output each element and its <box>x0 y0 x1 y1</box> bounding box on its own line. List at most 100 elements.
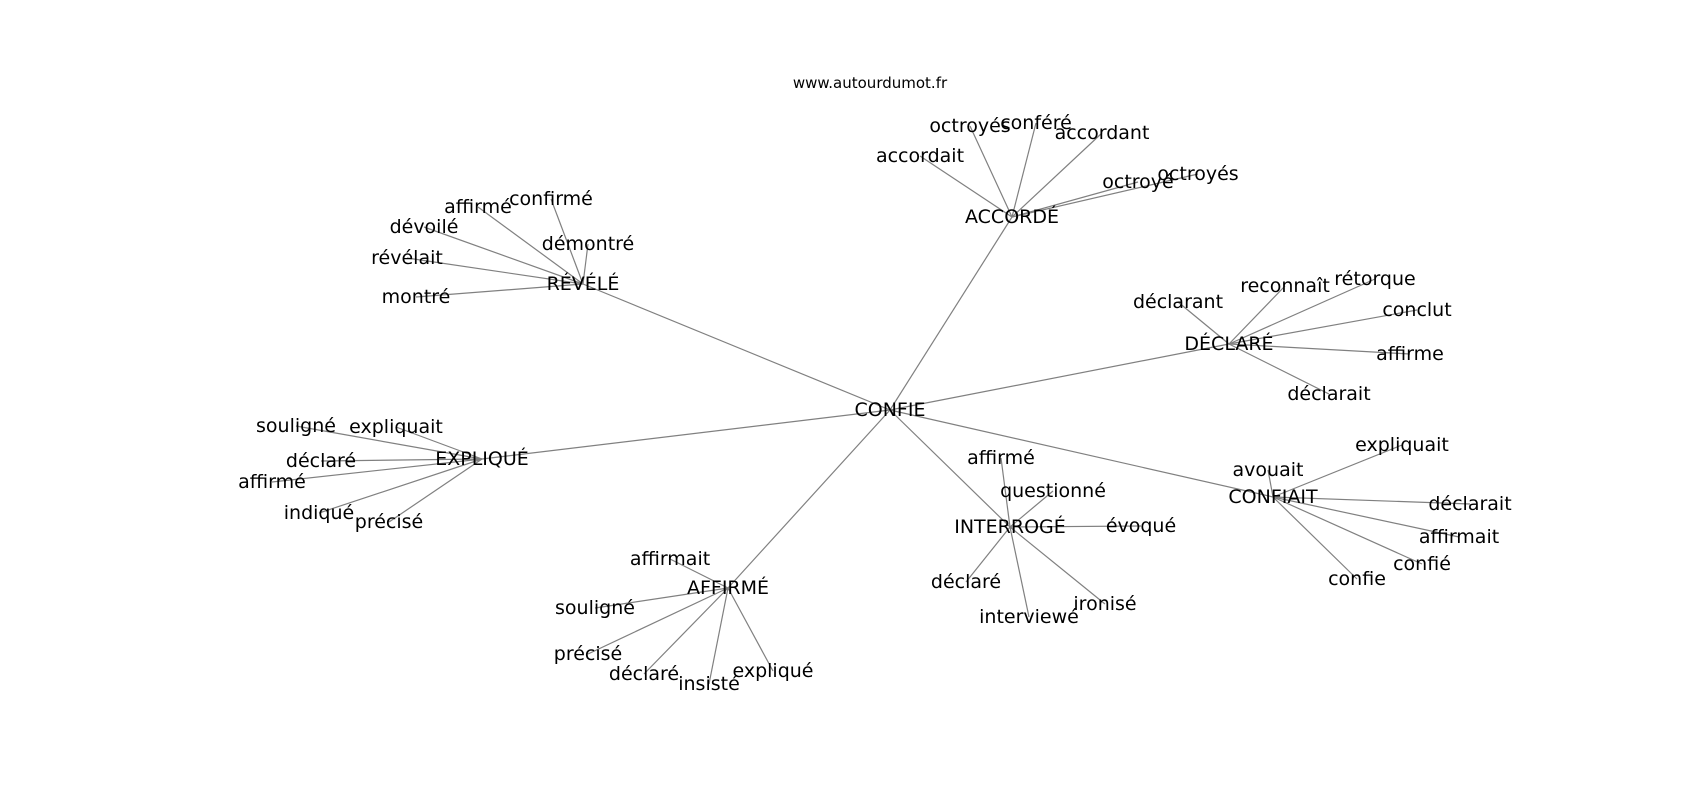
word-node: souligné <box>256 415 336 437</box>
word-node: déclarait <box>1287 383 1370 405</box>
word-node: ironisé <box>1073 593 1136 615</box>
word-node: affirmé <box>238 471 306 493</box>
edge-1-4 <box>406 257 584 285</box>
word-node: déclarant <box>1133 291 1223 313</box>
edge-1-0 <box>477 206 584 285</box>
edge-center-2 <box>889 343 1230 411</box>
edge-3-0 <box>295 425 483 460</box>
word-node: octroyés <box>929 115 1010 137</box>
word-node: déclaré <box>609 663 679 685</box>
word-node: confirmé <box>509 188 593 210</box>
edge-6-5 <box>727 587 774 672</box>
edge-2-0 <box>1177 301 1230 345</box>
word-node: expliquait <box>349 416 443 438</box>
word-node: précisé <box>355 511 423 533</box>
edge-3-4 <box>318 458 483 514</box>
edge-0-2 <box>1011 122 1037 218</box>
edge-1-1 <box>550 198 584 285</box>
word-node: conclut <box>1382 299 1451 321</box>
edge-5-0 <box>1267 469 1274 498</box>
word-node: montré <box>382 286 451 308</box>
word-node: conféré <box>1000 112 1072 134</box>
edge-6-1 <box>594 587 729 609</box>
edge-0-3 <box>1011 132 1103 218</box>
edge-center-0 <box>889 216 1013 411</box>
edge-3-1 <box>395 426 483 460</box>
edge-0-0 <box>919 155 1013 218</box>
edge-center-1 <box>582 283 891 411</box>
word-node: reconnaît <box>1240 275 1330 297</box>
word-node: accordant <box>1055 122 1150 144</box>
edge-center-3 <box>481 409 891 460</box>
edge-5-5 <box>1272 496 1358 580</box>
edge-6-2 <box>587 587 729 655</box>
edge-0-5 <box>1011 173 1199 218</box>
hub-node: INTERROGÉ <box>954 515 1066 538</box>
edge-4-0 <box>1000 457 1011 528</box>
word-node: précisé <box>554 643 622 665</box>
edge-3-5 <box>388 458 483 523</box>
word-node: déclaré <box>286 450 356 472</box>
word-node: expliquait <box>1355 434 1449 456</box>
edge-5-3 <box>1272 496 1460 538</box>
word-node: affirmait <box>630 548 710 570</box>
edge-4-5 <box>1009 526 1106 605</box>
word-node: évoqué <box>1106 515 1176 537</box>
site-title: www.autourdumot.fr <box>793 74 948 92</box>
hub-node: EXPLIQUÉ <box>435 447 529 470</box>
center-node: CONFIE <box>855 399 926 421</box>
word-node: octroyé <box>1102 171 1173 193</box>
edge-4-1 <box>1009 490 1054 528</box>
word-node: affirmé <box>444 196 512 218</box>
word-node: affirmé <box>967 447 1035 469</box>
edge-0-4 <box>1011 181 1139 218</box>
word-node: octroyés <box>1157 163 1238 185</box>
word-node: avouait <box>1233 459 1304 481</box>
word-node: confié <box>1393 553 1451 575</box>
edge-3-3 <box>271 458 483 483</box>
edge-1-3 <box>582 243 589 285</box>
hub-node: DÉCLARÉ <box>1184 332 1273 355</box>
edge-2-5 <box>1228 343 1330 395</box>
edge-6-3 <box>643 587 729 675</box>
word-node: confie <box>1328 568 1386 590</box>
edge-5-1 <box>1272 444 1403 498</box>
edge-1-5 <box>415 283 584 298</box>
edge-2-2 <box>1228 278 1376 345</box>
edge-3-2 <box>320 458 483 462</box>
word-node: rétorque <box>1334 268 1415 290</box>
edge-center-6 <box>727 409 891 589</box>
word-node: insisté <box>678 673 740 695</box>
edge-2-3 <box>1228 309 1418 345</box>
edge-6-4 <box>708 587 729 685</box>
edge-5-4 <box>1272 496 1423 565</box>
hub-node: CONFIAIT <box>1228 486 1318 508</box>
word-node: souligné <box>555 597 635 619</box>
hub-node: RÉVÉLÉ <box>547 272 620 295</box>
hub-node: ACCORDÉ <box>965 205 1059 228</box>
edge-6-0 <box>669 558 729 589</box>
word-node: dévoilé <box>390 216 459 238</box>
edge-5-2 <box>1272 496 1471 505</box>
word-node: interviewé <box>979 606 1079 628</box>
edge-center-4 <box>889 409 1011 528</box>
word-node: démontré <box>542 233 634 255</box>
word-node: affirmait <box>1419 526 1499 548</box>
word-node: accordait <box>876 145 964 167</box>
word-node: affirme <box>1376 343 1444 365</box>
word-node: déclaré <box>931 571 1001 593</box>
edge-1-2 <box>423 226 584 285</box>
word-node: révélait <box>371 247 443 269</box>
edge-4-2 <box>1009 525 1142 528</box>
edge-4-3 <box>965 526 1011 583</box>
word-node: indiqué <box>284 502 354 524</box>
edge-2-4 <box>1228 343 1411 355</box>
graph-edges <box>271 122 1471 685</box>
word-node: questionné <box>1000 480 1106 502</box>
edge-2-1 <box>1228 285 1286 345</box>
word-node: déclarait <box>1428 493 1511 515</box>
edge-4-4 <box>1009 526 1030 618</box>
edge-0-1 <box>969 125 1013 218</box>
hub-node: AFFIRMÉ <box>687 576 769 599</box>
